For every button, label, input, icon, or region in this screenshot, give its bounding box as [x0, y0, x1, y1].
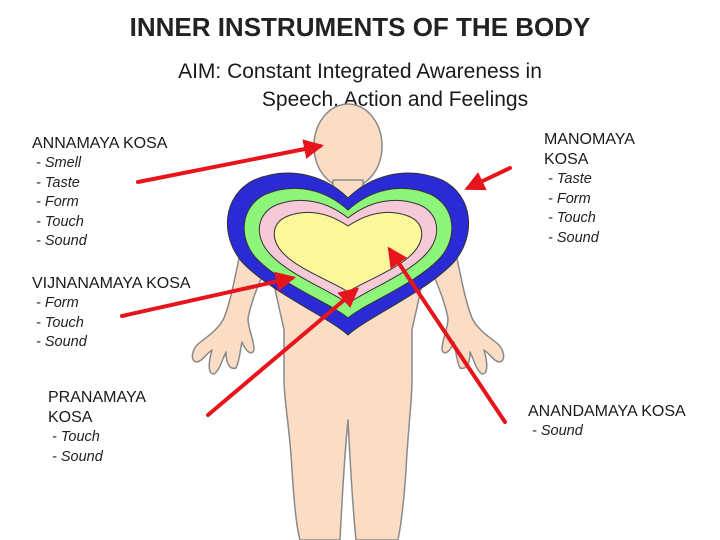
arrow-pranamaya	[206, 287, 360, 417]
annamaya-kosa-group: ANNAMAYA KOSA Smell Taste Form Touch Sou…	[32, 134, 167, 252]
list-item: Touch	[548, 209, 635, 229]
anandamaya-kosa-items: Sound	[528, 422, 686, 442]
annamaya-kosa-title: ANNAMAYA KOSA	[32, 135, 168, 152]
vijnanamaya-kosa-items: Form Touch Sound	[32, 294, 191, 353]
arrow-anandamaya	[387, 246, 507, 424]
anandamaya-kosa-title: ANANDAMAYA KOSA	[528, 403, 686, 420]
list-item: Sound	[36, 333, 191, 353]
list-item: Touch	[36, 213, 167, 233]
list-item: Form	[548, 190, 635, 210]
list-item: Form	[36, 193, 167, 213]
list-item: Smell	[36, 154, 167, 174]
pranamaya-kosa-group: PRANAMAYA KOSA Touch Sound	[48, 388, 146, 467]
list-item: Touch	[52, 428, 146, 448]
vijnanamaya-kosa-group: VIJNANAMAYA KOSA Form Touch Sound	[32, 274, 191, 353]
manomaya-kosa-title-line-1: MANOMAYA	[544, 131, 635, 148]
manomaya-kosa-items: Taste Form Touch Sound	[544, 170, 635, 248]
list-item: Taste	[548, 170, 635, 190]
manomaya-kosa-title-line-2: KOSA	[544, 151, 589, 168]
aim-line-1: AIM: Constant Integrated Awareness in	[178, 60, 542, 83]
pranamaya-kosa-title-line-2: KOSA	[48, 409, 93, 426]
arrow-annamaya	[136, 139, 324, 184]
aim-statement: AIM: Constant Integrated Awareness in Sp…	[0, 58, 720, 114]
head-shape	[313, 103, 383, 189]
manomaya-kosa-group: MANOMAYA KOSA Taste Form Touch Sound	[544, 130, 635, 248]
list-item: Sound	[548, 229, 635, 249]
list-item: Sound	[52, 448, 146, 468]
anandamaya-kosa-group: ANANDAMAYA KOSA Sound	[528, 402, 686, 442]
list-item: Sound	[532, 422, 686, 442]
annamaya-kosa-items: Smell Taste Form Touch Sound	[32, 154, 167, 252]
list-item: Touch	[36, 314, 191, 334]
torso-arms-shape	[191, 203, 505, 540]
page-title: INNER INSTRUMENTS OF THE BODY	[129, 12, 591, 42]
vijnanamaya-kosa-title: VIJNANAMAYA KOSA	[32, 275, 191, 292]
heart-layer-inner	[273, 211, 423, 293]
arrow-manomaya	[464, 166, 512, 191]
kosa-layers	[226, 172, 470, 336]
pranamaya-kosa-items: Touch Sound	[48, 428, 146, 467]
pranamaya-kosa-title-line-1: PRANAMAYA	[48, 389, 147, 406]
list-item: Sound	[36, 232, 167, 252]
list-item: Taste	[36, 174, 167, 194]
aim-line-2: Speech, Action and Feelings	[261, 88, 529, 111]
list-item: Form	[36, 294, 191, 314]
